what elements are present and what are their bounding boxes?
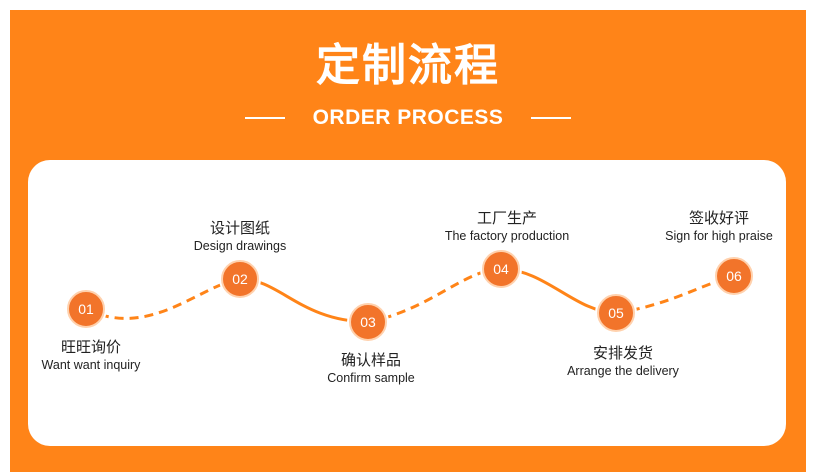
step-en-02: Design drawings bbox=[193, 239, 287, 253]
page-subtitle: ORDER PROCESS bbox=[312, 106, 504, 129]
subtitle-row: ORDER PROCESS bbox=[10, 103, 806, 133]
step-label-02: 设计图纸 Design drawings bbox=[160, 218, 320, 254]
step-cn-04: 工厂生产 bbox=[476, 209, 537, 227]
path-segment-03-04 bbox=[367, 267, 502, 324]
step-label-01: 旺旺询价 Want want inquiry bbox=[11, 337, 171, 373]
step-en-03: Confirm sample bbox=[327, 371, 415, 385]
step-label-06: 签收好评 Sign for high praise bbox=[639, 208, 799, 244]
step-cn-05: 安排发货 bbox=[592, 344, 653, 362]
right-divider bbox=[531, 117, 572, 119]
process-panel bbox=[28, 160, 786, 446]
step-node-02: 02 bbox=[221, 260, 259, 298]
step-en-05: Arrange the delivery bbox=[567, 364, 679, 378]
step-node-04: 04 bbox=[482, 250, 520, 288]
step-en-06: Sign for high praise bbox=[665, 229, 773, 243]
step-label-03: 确认样品 Confirm sample bbox=[291, 350, 451, 386]
step-node-06: 06 bbox=[715, 257, 753, 295]
step-label-04: 工厂生产 The factory production bbox=[427, 208, 587, 244]
page-title: 定制流程 bbox=[316, 40, 500, 91]
step-en-04: The factory production bbox=[444, 229, 570, 243]
step-node-05: 05 bbox=[597, 294, 635, 332]
step-cn-03: 确认样品 bbox=[340, 351, 401, 369]
step-cn-01: 旺旺询价 bbox=[60, 338, 121, 356]
step-node-03: 03 bbox=[349, 303, 387, 341]
step-label-05: 安排发货 Arrange the delivery bbox=[543, 343, 703, 379]
step-node-01: 01 bbox=[67, 290, 105, 328]
path-segment-01-02 bbox=[85, 277, 241, 320]
step-cn-06: 签收好评 bbox=[688, 209, 749, 227]
left-divider bbox=[244, 117, 285, 119]
step-en-01: Want want inquiry bbox=[41, 358, 141, 372]
path-segment-02-03 bbox=[239, 277, 369, 324]
step-cn-02: 设计图纸 bbox=[209, 219, 270, 237]
